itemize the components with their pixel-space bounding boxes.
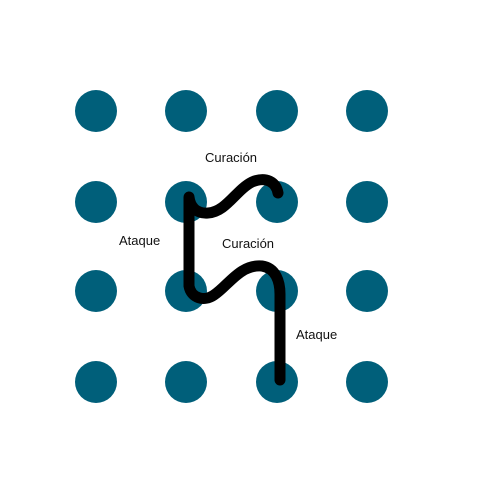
grid-dot-r2-c4: [346, 181, 388, 223]
grid-dot-r4-c4: [346, 361, 388, 403]
grid-dot-r3-c1: [75, 270, 117, 312]
grid-dot-r1-c3: [256, 90, 298, 132]
grid-dot-r1-c2: [165, 90, 207, 132]
grid-dot-r4-c1: [75, 361, 117, 403]
dot-grid: [75, 90, 388, 403]
label-curacion-middle: Curación: [222, 236, 274, 251]
grid-dot-r1-c4: [346, 90, 388, 132]
label-ataque-left: Ataque: [119, 233, 160, 248]
grid-dot-r3-c4: [346, 270, 388, 312]
grid-dot-r2-c1: [75, 181, 117, 223]
grid-dot-r2-c3: [256, 181, 298, 223]
grid-dot-r1-c1: [75, 90, 117, 132]
grid-dot-r4-c2: [165, 361, 207, 403]
label-curacion-top: Curación: [205, 150, 257, 165]
label-ataque-right: Ataque: [296, 327, 337, 342]
drawn-pattern-path: [183, 174, 286, 386]
